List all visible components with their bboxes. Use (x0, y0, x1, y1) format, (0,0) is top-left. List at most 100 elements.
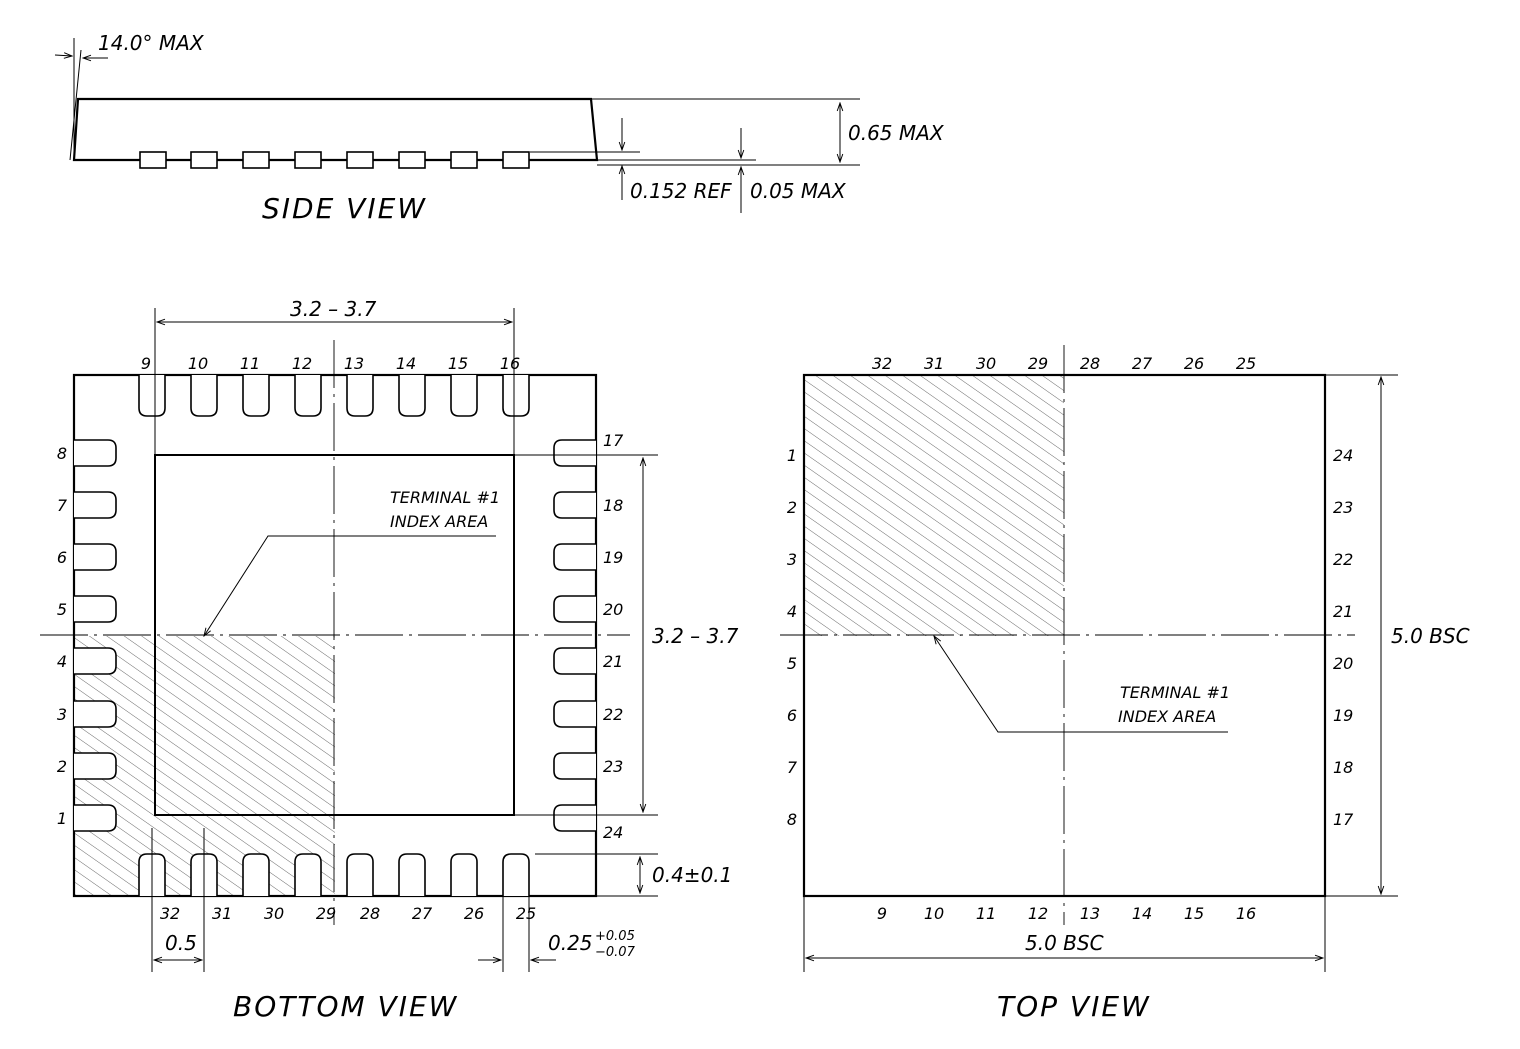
bottom-view-left-pad (74, 491, 117, 519)
bottom-view-bottom-pad (242, 853, 270, 896)
bottom-view-right-pin-number: 18 (603, 496, 623, 515)
top-view-bottom-pin-number: 10 (924, 904, 944, 923)
bottom-view-top-pad (138, 375, 166, 417)
top-view-right-pin-number: 18 (1333, 758, 1353, 777)
top-view-right-pin-number: 23 (1333, 498, 1353, 517)
bottom-view-bottom-pin-number: 25 (516, 904, 536, 923)
bottom-view-bottom-pin-number: 32 (160, 904, 180, 923)
bottom-view-left-pad (74, 439, 117, 467)
bottom-view-top-pin-number: 13 (344, 354, 364, 373)
side-view-lead (242, 151, 270, 169)
top-view-bottom-pin-number: 12 (1028, 904, 1048, 923)
side-view: 14.0° MAX 0.65 MAX 0.152 REF 0.05 MAX SI… (54, 31, 945, 225)
bottom-view-right-pin-number: 21 (603, 652, 623, 671)
bottom-view-left-pin-number: 7 (57, 496, 68, 515)
top-view-left-pin-number: 3 (787, 550, 797, 569)
bottom-view-left-pin-number: 4 (57, 652, 67, 671)
bottom-view-left-pad (74, 595, 117, 623)
bottom-view-right-pad (553, 647, 596, 675)
top-view-bottom-pin-number: 14 (1132, 904, 1152, 923)
side-view-lead (346, 151, 374, 169)
bottom-view-index-label-line2: INDEX AREA (390, 512, 488, 531)
bottom-view-top-pad (450, 375, 478, 417)
bottom-view-right-pad (553, 752, 596, 780)
bottom-view-top-pin-number: 10 (188, 354, 208, 373)
bottom-view-title: BOTTOM VIEW (233, 990, 458, 1023)
bottom-view-hatched-index-area (74, 636, 335, 896)
bottom-view-bottom-pad (294, 853, 322, 896)
bottom-view-left-pin-number: 6 (57, 548, 67, 567)
bottom-view-left-pin-number: 5 (57, 600, 67, 619)
lead-length-dim: 0.4±0.1 (652, 863, 732, 887)
top-view-index-label-line2: INDEX AREA (1118, 707, 1216, 726)
top-view-bottom-pin-number: 11 (976, 904, 996, 923)
side-view-lead (398, 151, 426, 169)
bottom-view-bottom-pad (398, 853, 426, 896)
bottom-view-top-pad (502, 375, 530, 417)
bottom-view-left-pin-number: 1 (57, 809, 67, 828)
bottom-view-right-pad (553, 700, 596, 728)
standoff-label: 0.05 MAX (750, 179, 847, 203)
side-view-lead (502, 151, 530, 169)
top-view-width-dim: 5.0 BSC (1025, 931, 1104, 955)
top-view-bottom-pin-number: 13 (1080, 904, 1100, 923)
top-view-top-pin-number: 30 (976, 354, 996, 373)
lead-width-dim: 0.25 (548, 931, 593, 955)
bottom-view-top-pin-number: 12 (292, 354, 312, 373)
bottom-view-left-pad (74, 752, 117, 780)
side-view-lead (139, 151, 167, 169)
side-view-lead (190, 151, 218, 169)
top-view-left-pin-number: 1 (787, 446, 797, 465)
bottom-view-top-pad (398, 375, 426, 417)
top-view-right-pin-number: 17 (1333, 810, 1354, 829)
lead-ref-label: 0.152 REF (630, 179, 732, 203)
draft-angle-label: 14.0° MAX (98, 31, 205, 55)
lead-width-tol-minus: −0.07 (595, 945, 636, 960)
top-view-height-dim: 5.0 BSC (1391, 624, 1470, 648)
bottom-view-top-pad (346, 375, 374, 417)
bottom-view-right-pin-number: 23 (603, 757, 623, 776)
pitch-dim: 0.5 (165, 931, 197, 955)
side-view-body (72, 97, 599, 162)
top-view-right-pin-number: 19 (1333, 706, 1353, 725)
bottom-view-right-pad (553, 439, 596, 467)
top-view-index-label-line1: TERMINAL #1 (1120, 683, 1230, 702)
side-view-lead (450, 151, 478, 169)
bottom-view-bottom-pin-number: 26 (464, 904, 484, 923)
bottom-view-right-pin-number: 24 (603, 823, 623, 842)
top-view-left-pin-number: 2 (787, 498, 797, 517)
pad-width-dim: 3.2 – 3.7 (290, 297, 377, 321)
top-view-package-outline (802, 373, 1327, 898)
top-view-bottom-pin-number: 15 (1184, 904, 1204, 923)
top-view-right-pin-number: 20 (1333, 654, 1353, 673)
top-view-right-pin-number: 21 (1333, 602, 1353, 621)
bottom-view-top-pin-number: 11 (240, 354, 260, 373)
bottom-view-bottom-pin-number: 31 (212, 904, 232, 923)
side-view-lead (294, 151, 322, 169)
top-view-top-pin-number: 27 (1132, 354, 1153, 373)
bottom-view-top-pad (294, 375, 322, 417)
bottom-view-top-pin-number: 14 (396, 354, 416, 373)
bottom-view-top-pad (242, 375, 270, 417)
bottom-view-right-pin-number: 20 (603, 600, 623, 619)
top-view-hatched-index-area (804, 375, 1064, 636)
bottom-view-bottom-pin-number: 30 (264, 904, 284, 923)
bottom-view-index-label-line1: TERMINAL #1 (390, 488, 500, 507)
pad-height-dim: 3.2 – 3.7 (652, 624, 739, 648)
top-view-top-pin-number: 28 (1080, 354, 1100, 373)
bottom-view-left-pin-number: 3 (57, 705, 67, 724)
top-view-title: TOP VIEW (997, 990, 1151, 1023)
bottom-view-bottom-pad (450, 853, 478, 896)
bottom-view-bottom-pin-number: 27 (412, 904, 433, 923)
bottom-view-bottom-pin-number: 28 (360, 904, 380, 923)
top-view-bottom-pin-number: 16 (1236, 904, 1256, 923)
bottom-view-package-outline (72, 373, 598, 898)
bottom-view-right-pin-number: 19 (603, 548, 623, 567)
side-view-leads (139, 151, 530, 169)
bottom-view-top-pin-number: 16 (500, 354, 520, 373)
bottom-view-left-pad (74, 700, 117, 728)
